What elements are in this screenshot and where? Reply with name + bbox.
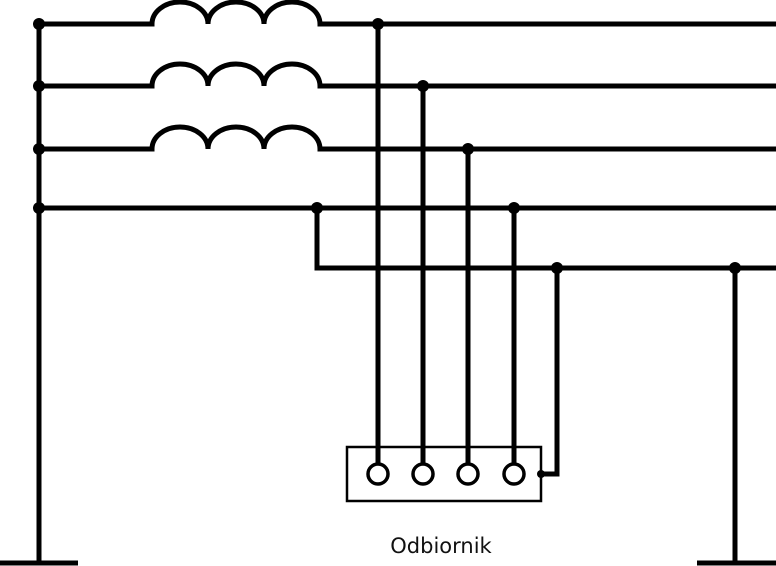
- junction-dot: [508, 202, 520, 214]
- junction-dot: [33, 18, 45, 30]
- right-ground: [697, 268, 776, 566]
- terminal-4: [502, 462, 526, 486]
- junction-dot: [33, 202, 45, 214]
- phase-line-2: [39, 61, 776, 89]
- pe-wire-to-load: [541, 268, 560, 477]
- earth-bus: [0, 24, 78, 566]
- junction-dot: [462, 143, 474, 155]
- junction-dot: [729, 262, 741, 274]
- junction-dot: [417, 80, 429, 92]
- junction-dot: [372, 18, 384, 30]
- protective-line: [314, 208, 776, 271]
- junction-dot: [311, 202, 323, 214]
- phase-line-1: [39, 0, 776, 27]
- junction-dot: [551, 262, 563, 274]
- junction-dot: [33, 143, 45, 155]
- junction-dot: [33, 80, 45, 92]
- terminal-3: [456, 462, 480, 486]
- phase-line-3: [39, 124, 776, 152]
- load-label: Odbiornik: [390, 534, 492, 558]
- terminal-1: [366, 462, 390, 486]
- junction-dot: [537, 470, 545, 478]
- terminal-2: [411, 462, 435, 486]
